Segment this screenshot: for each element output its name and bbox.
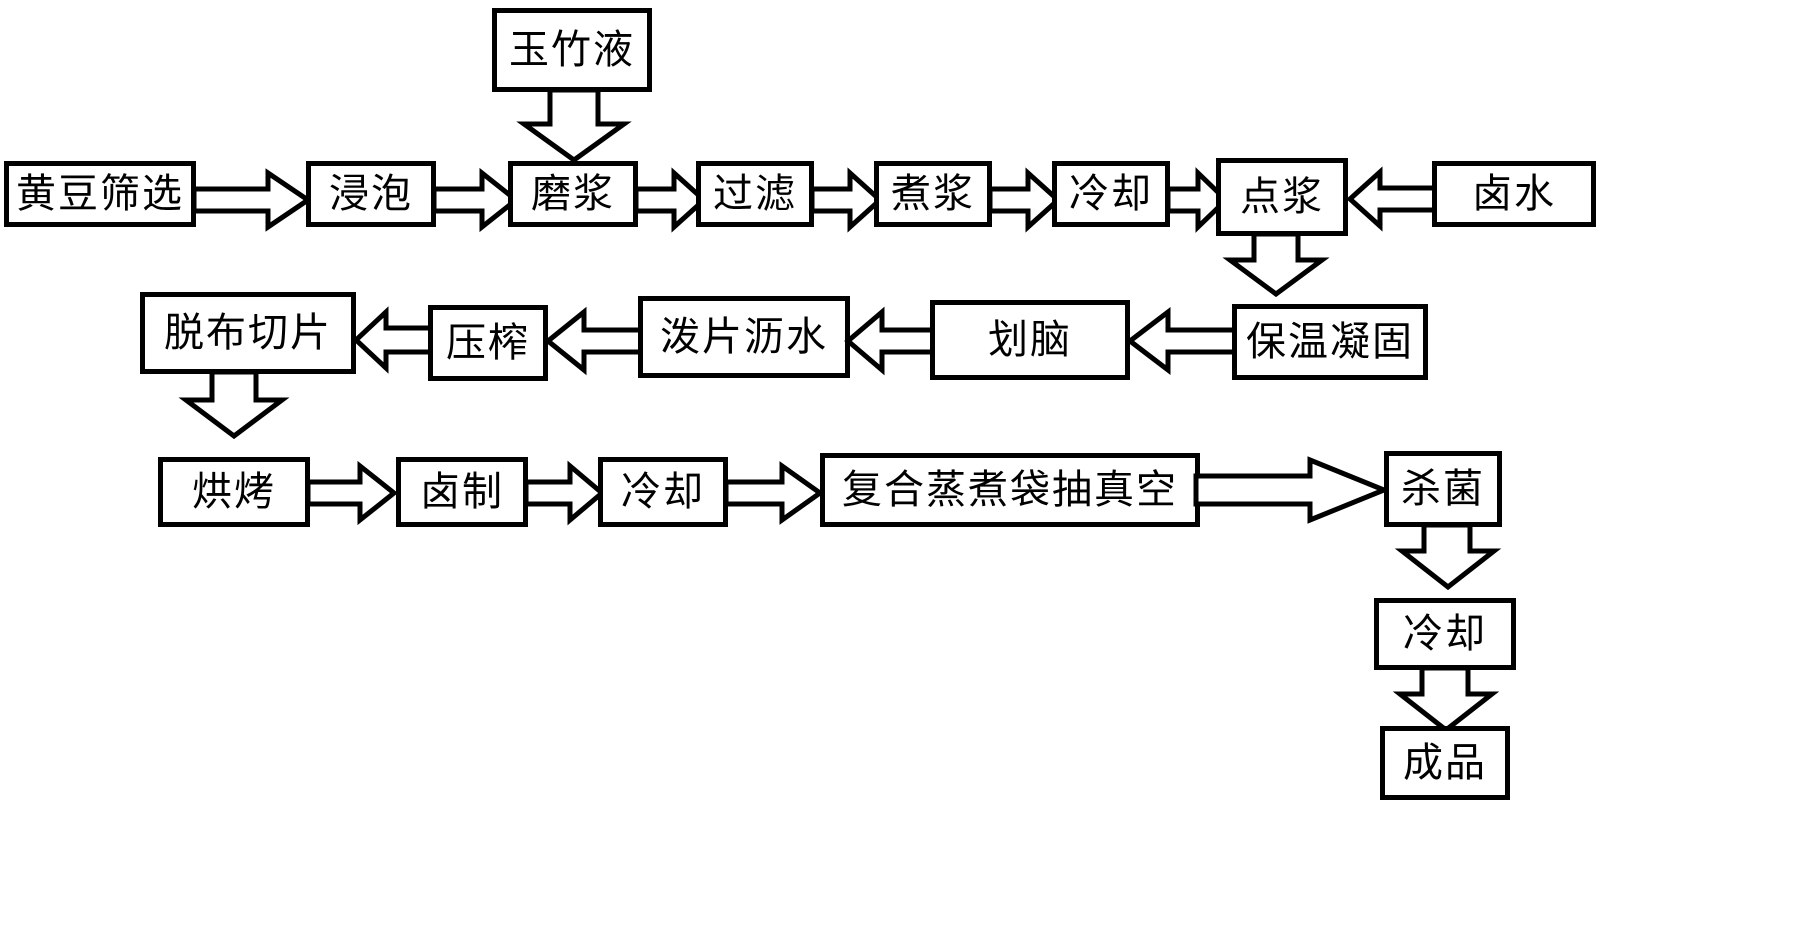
node-label-zhujiang: 煮浆 bbox=[891, 171, 975, 217]
node-label-shajun: 杀菌 bbox=[1401, 466, 1485, 512]
node-guolv[interactable]: 过滤 bbox=[696, 161, 814, 227]
node-label-huangdou: 黄豆筛选 bbox=[16, 171, 184, 217]
arrow-huanao-to-popian bbox=[844, 306, 939, 376]
arrow-lengque1-to-dianjiang bbox=[1165, 167, 1230, 233]
arrow-guolv-to-zhujiang bbox=[809, 167, 884, 233]
node-chengpin[interactable]: 成品 bbox=[1380, 726, 1510, 800]
node-label-luzhi: 卤制 bbox=[420, 469, 504, 515]
node-lengque2[interactable]: 冷却 bbox=[598, 457, 728, 527]
arrow-tuobu-to-hongkao bbox=[178, 369, 302, 440]
node-yuzhuye[interactable]: 玉竹液 bbox=[492, 8, 652, 92]
node-luzhi[interactable]: 卤制 bbox=[396, 457, 528, 527]
node-label-popian: 泼片沥水 bbox=[660, 314, 828, 360]
arrow-lushui-to-dianjiang bbox=[1346, 166, 1439, 232]
node-label-chengpin: 成品 bbox=[1403, 740, 1487, 786]
node-label-hongkao: 烘烤 bbox=[192, 469, 276, 515]
node-yazha[interactable]: 压榨 bbox=[428, 305, 548, 381]
arrow-yazha-to-tuobu bbox=[352, 306, 437, 374]
node-hongkao[interactable]: 烘烤 bbox=[158, 457, 310, 527]
node-label-lengque2: 冷却 bbox=[621, 469, 705, 515]
arrow-jinpao-to-mojiang bbox=[431, 167, 521, 233]
arrow-luzhi-to-lengque2 bbox=[523, 460, 606, 526]
arrow-mojiang-to-guolv bbox=[633, 167, 708, 233]
node-huanao[interactable]: 划脑 bbox=[930, 300, 1130, 380]
node-label-yuzhuye: 玉竹液 bbox=[509, 27, 635, 73]
arrow-zhujiang-to-lengque1 bbox=[987, 167, 1062, 233]
node-fuhe[interactable]: 复合蒸煮袋抽真空 bbox=[820, 453, 1200, 527]
node-label-fuhe: 复合蒸煮袋抽真空 bbox=[842, 467, 1178, 513]
arrow-lengque2-to-fuhe bbox=[723, 461, 825, 525]
node-label-dianjiang: 点浆 bbox=[1240, 174, 1324, 220]
node-tuobu[interactable]: 脱布切片 bbox=[140, 292, 356, 374]
node-dianjiang[interactable]: 点浆 bbox=[1216, 158, 1348, 236]
node-shajun[interactable]: 杀菌 bbox=[1384, 451, 1502, 527]
node-label-guolv: 过滤 bbox=[713, 171, 797, 217]
arrow-yuzhuye-to-mojiang bbox=[516, 87, 632, 164]
arrow-baowen-to-huanao bbox=[1125, 306, 1239, 376]
node-jinpao[interactable]: 浸泡 bbox=[306, 161, 436, 227]
arrow-lengque3-to-chengpin bbox=[1392, 665, 1502, 734]
node-label-jinpao: 浸泡 bbox=[329, 171, 413, 217]
node-label-yazha: 压榨 bbox=[446, 320, 530, 366]
node-zhujiang[interactable]: 煮浆 bbox=[874, 161, 992, 227]
node-baowen[interactable]: 保温凝固 bbox=[1232, 304, 1428, 380]
node-lengque3[interactable]: 冷却 bbox=[1374, 598, 1516, 670]
node-mojiang[interactable]: 磨浆 bbox=[508, 161, 638, 227]
arrow-hongkao-to-luzhi bbox=[305, 460, 399, 526]
node-label-mojiang: 磨浆 bbox=[531, 171, 615, 217]
node-label-lengque1: 冷却 bbox=[1069, 171, 1153, 217]
node-label-huanao: 划脑 bbox=[988, 317, 1072, 363]
arrow-huangdou-to-jinpao bbox=[191, 168, 313, 232]
node-label-baowen: 保温凝固 bbox=[1246, 319, 1414, 365]
arrow-dianjiang-to-baowen bbox=[1222, 231, 1340, 298]
node-popian[interactable]: 泼片沥水 bbox=[638, 296, 850, 378]
node-huangdou[interactable]: 黄豆筛选 bbox=[4, 161, 196, 227]
node-label-lengque3: 冷却 bbox=[1403, 611, 1487, 657]
arrow-shajun-to-lengque3 bbox=[1394, 522, 1502, 591]
arrow-popian-to-yazha bbox=[544, 306, 645, 376]
node-label-tuobu: 脱布切片 bbox=[164, 310, 332, 356]
node-lengque1[interactable]: 冷却 bbox=[1052, 161, 1170, 227]
arrow-fuhe-to-shajun bbox=[1193, 456, 1391, 524]
node-label-lushui: 卤水 bbox=[1472, 171, 1556, 217]
node-lushui[interactable]: 卤水 bbox=[1432, 161, 1596, 227]
